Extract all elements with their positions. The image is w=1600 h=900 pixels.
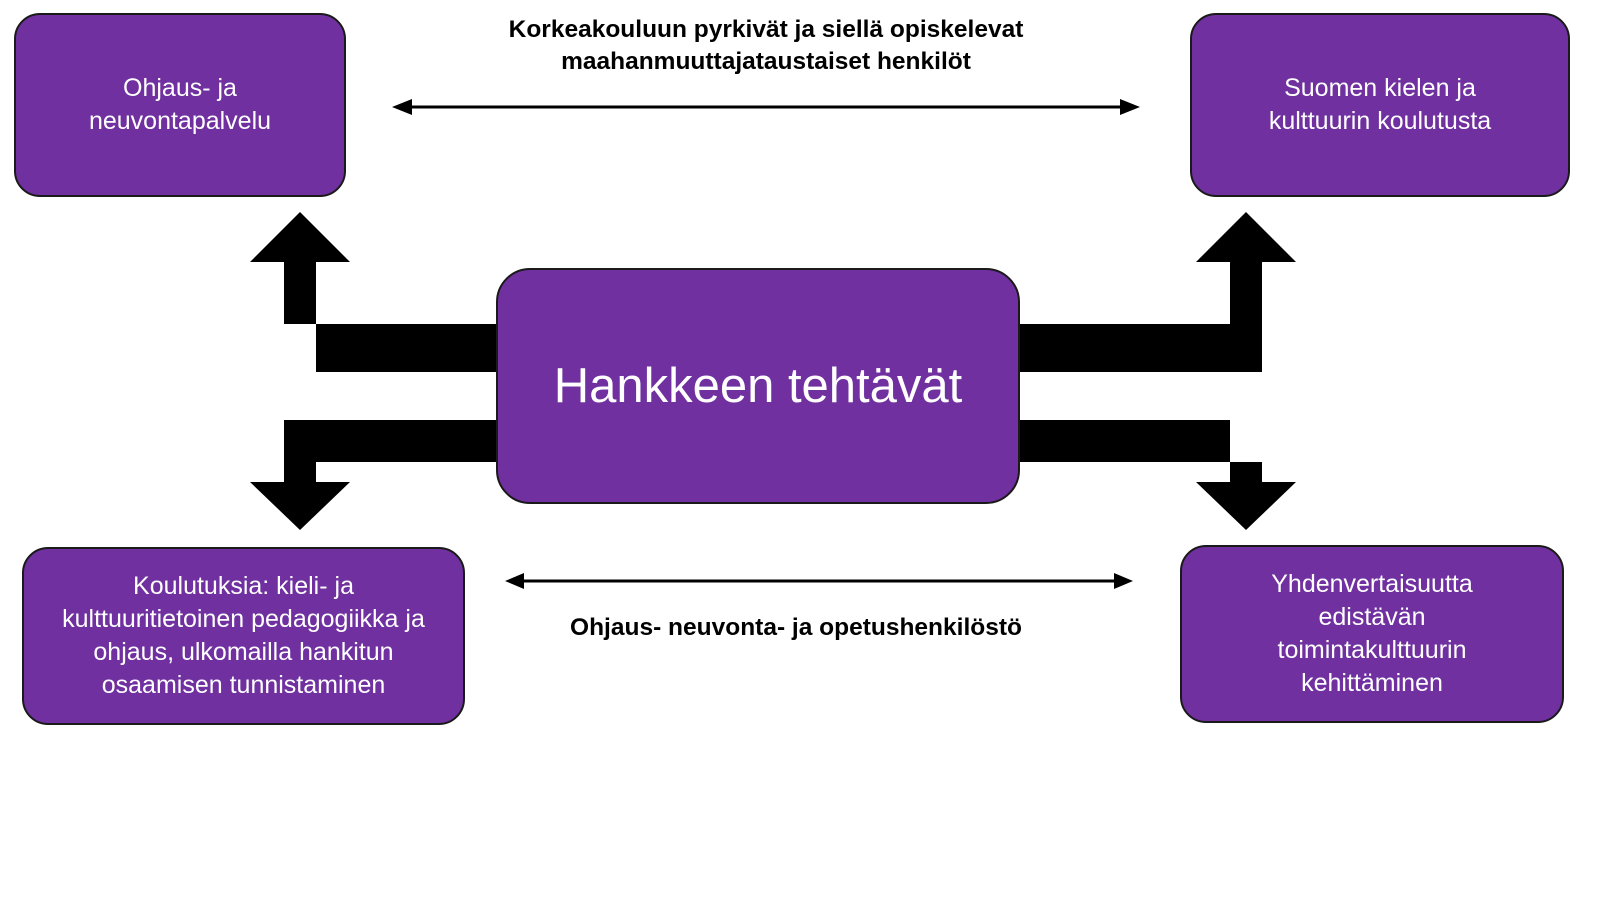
elbow-arrow-center-to-top-right xyxy=(1016,212,1296,372)
node-label: Suomen kielen ja kulttuurin koulutusta xyxy=(1268,74,1492,135)
double-headed-arrow-bottom xyxy=(505,573,1133,589)
elbow-arrow-center-to-bottom-left xyxy=(250,420,498,530)
node-suomen-kielen-ja-kulttuurin-koulutusta[interactable]: Suomen kielen ja kulttuurin koulutusta xyxy=(1190,13,1570,197)
node-label: Ohjaus- ja neuvontapalvelu xyxy=(88,74,272,135)
node-label: Yhdenvertaisuutta edistävän toimintakult… xyxy=(1271,570,1473,697)
node-label: Hankkeen tehtävät xyxy=(553,358,963,413)
node-label: Koulutuksia: kieli- ja kulttuuritietoine… xyxy=(62,572,425,699)
double-headed-arrow-top xyxy=(392,99,1140,115)
node-yhdenvertaisuutta[interactable]: Yhdenvertaisuutta edistävän toimintakult… xyxy=(1180,545,1564,723)
bottom-connector-caption: Ohjaus- neuvonta- ja opetushenkilöstö xyxy=(570,614,1022,641)
elbow-arrow-center-to-top-left xyxy=(250,212,498,372)
top-connector-caption: Korkeakouluun pyrkivät ja siellä opiskel… xyxy=(508,16,1024,76)
elbow-arrow-center-to-bottom-right xyxy=(1016,420,1296,530)
node-hankkeen-tehtavat[interactable]: Hankkeen tehtävät xyxy=(496,268,1020,504)
node-koulutuksia[interactable]: Koulutuksia: kieli- ja kulttuuritietoine… xyxy=(22,547,465,725)
node-ohjaus-ja-neuvontapalvelu[interactable]: Ohjaus- ja neuvontapalvelu xyxy=(14,13,346,197)
